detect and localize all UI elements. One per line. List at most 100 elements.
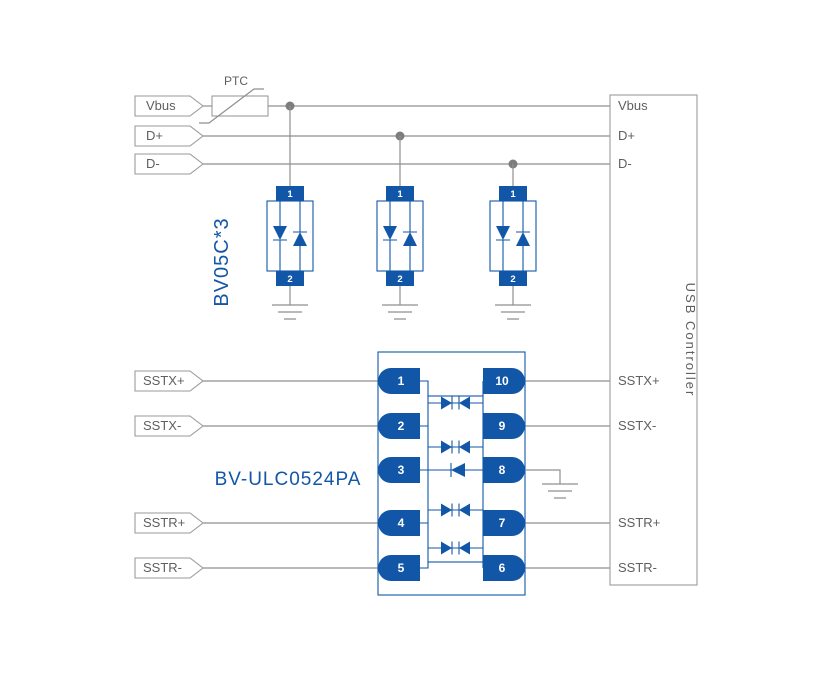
- chip-pin-number: 4: [398, 516, 405, 530]
- ptc-component: PTC: [199, 74, 269, 124]
- chip-pin-number: 5: [398, 561, 405, 575]
- chip-pin-4: 4: [378, 510, 420, 536]
- diode-lead: [428, 541, 483, 555]
- diode-left-icon: [459, 396, 470, 410]
- chip-pin-number: 9: [499, 419, 506, 433]
- tvs-pin-bottom-pad: [386, 271, 414, 286]
- diode-up-icon: [516, 232, 530, 246]
- diode-lead: [428, 440, 483, 454]
- chip-pin-pad: [378, 368, 420, 394]
- chip-inner-box: [427, 395, 484, 563]
- port-tag-label: SSTX-: [143, 418, 181, 433]
- chip-part-label: BV-ULC0524PA: [215, 469, 362, 490]
- chip-pin-pad: [483, 555, 525, 581]
- chip-pin-number: 3: [398, 463, 405, 477]
- diode-up-icon: [293, 232, 307, 246]
- port-tag-label: SSTR+: [143, 515, 185, 530]
- port-tag-shape: [134, 95, 204, 117]
- controller-pin-dminus: D-: [618, 156, 632, 171]
- port-tag-vbus: Vbus: [134, 95, 204, 117]
- chip-pin-pad: [378, 510, 420, 536]
- controller-pin-dplus: D+: [618, 128, 635, 143]
- port-tag-sstr-minus: SSTR-: [134, 557, 204, 579]
- port-tag-label: D-: [146, 156, 160, 171]
- chip-pin-number: 8: [499, 463, 506, 477]
- port-tag-label: SSTX+: [143, 373, 185, 388]
- controller-pin-sstx-minus: SSTX-: [618, 418, 656, 433]
- port-tag-shape: [134, 512, 204, 534]
- diode-lead: [428, 503, 483, 517]
- ptc-label: PTC: [224, 74, 248, 88]
- controller-pin-sstr-plus: SSTR+: [618, 515, 660, 530]
- tvs-pin-top-number: 1: [287, 189, 293, 200]
- chip-pin-number: 6: [499, 561, 506, 575]
- tvs-pin-bottom-number: 2: [397, 274, 402, 285]
- tvs-array-label: BV05C*3: [211, 217, 233, 306]
- port-tag-label: Vbus: [146, 98, 176, 113]
- chip-pin-9: 9: [483, 413, 525, 439]
- diode-right-icon: [441, 396, 452, 410]
- chip-pin-pad: [483, 368, 525, 394]
- ground-icon: [495, 304, 531, 320]
- tvs-device-dplus: 1 2: [376, 136, 424, 320]
- ground-icon: [272, 304, 308, 320]
- controller-pin-vbus: Vbus: [618, 98, 648, 113]
- diode-left-icon: [459, 503, 470, 517]
- port-tag-shape: [134, 557, 204, 579]
- tvs-device-vbus: 1 2: [266, 106, 314, 320]
- port-tag-sstx-plus: SSTX+: [134, 370, 204, 392]
- diode-pair: [428, 541, 483, 555]
- diode-left-icon: [451, 463, 465, 477]
- port-tag-shape: [134, 153, 204, 175]
- tvs-pin-top-number: 1: [397, 189, 403, 200]
- usb-controller: USB Controller Vbus D+ D- SSTX+ SSTX- SS…: [609, 94, 698, 586]
- tvs-pin-top-pad: [499, 186, 527, 201]
- wires: [203, 105, 610, 569]
- diode-down-icon: [496, 226, 510, 240]
- port-tag-label: SSTR-: [143, 560, 182, 575]
- chip-pin-pad: [378, 413, 420, 439]
- diode-up-icon: [403, 232, 417, 246]
- chip-pin-pad: [378, 555, 420, 581]
- port-tag-sstr-plus: SSTR+: [134, 512, 204, 534]
- port-tag-sstx-minus: SSTX-: [134, 415, 204, 437]
- chip-pin-2: 2: [378, 413, 420, 439]
- diode-right-icon: [441, 503, 452, 517]
- diode-left-icon: [459, 440, 470, 454]
- chip-pin-5: 5: [378, 555, 420, 581]
- chip-pin-pad: [483, 510, 525, 536]
- pin8-ground-wire: [525, 469, 561, 484]
- chip-pin-stubs: [420, 380, 484, 569]
- chip-pin8-ground: [525, 469, 578, 499]
- controller-pin-sstx-plus: SSTX+: [618, 373, 660, 388]
- tvs-pin-bottom-pad: [499, 271, 527, 286]
- diode-pair: [428, 440, 483, 454]
- chip-pin-number: 10: [495, 374, 509, 388]
- diode-right-icon: [441, 541, 452, 555]
- tvs-body: [376, 200, 424, 272]
- diode-pair: [428, 396, 483, 410]
- chip-pin-8: 8: [483, 457, 525, 483]
- diode-left-icon: [459, 541, 470, 555]
- usb-controller-body: [609, 94, 698, 586]
- chip-pin-number: 7: [499, 516, 506, 530]
- tvs-pin-top-pad: [276, 186, 304, 201]
- ground-icon: [542, 483, 578, 499]
- port-tag-shape: [134, 125, 204, 147]
- chip-pin-6: 6: [483, 555, 525, 581]
- diode-pair: [428, 503, 483, 517]
- diode-single: [428, 463, 483, 477]
- chip-pin-number: 2: [398, 419, 405, 433]
- tvs-pin-bottom-pad: [276, 271, 304, 286]
- tvs-pin-bottom-number: 2: [287, 274, 292, 285]
- chip-pin-3: 3: [378, 457, 420, 483]
- ground-icon: [382, 304, 418, 320]
- tvs-pin-bottom-number: 2: [510, 274, 515, 285]
- chip-pin-1: 1: [378, 368, 420, 394]
- tvs-body: [489, 200, 537, 272]
- chip-pin-pad: [483, 457, 525, 483]
- diode-right-icon: [441, 440, 452, 454]
- chip-body: [377, 351, 526, 596]
